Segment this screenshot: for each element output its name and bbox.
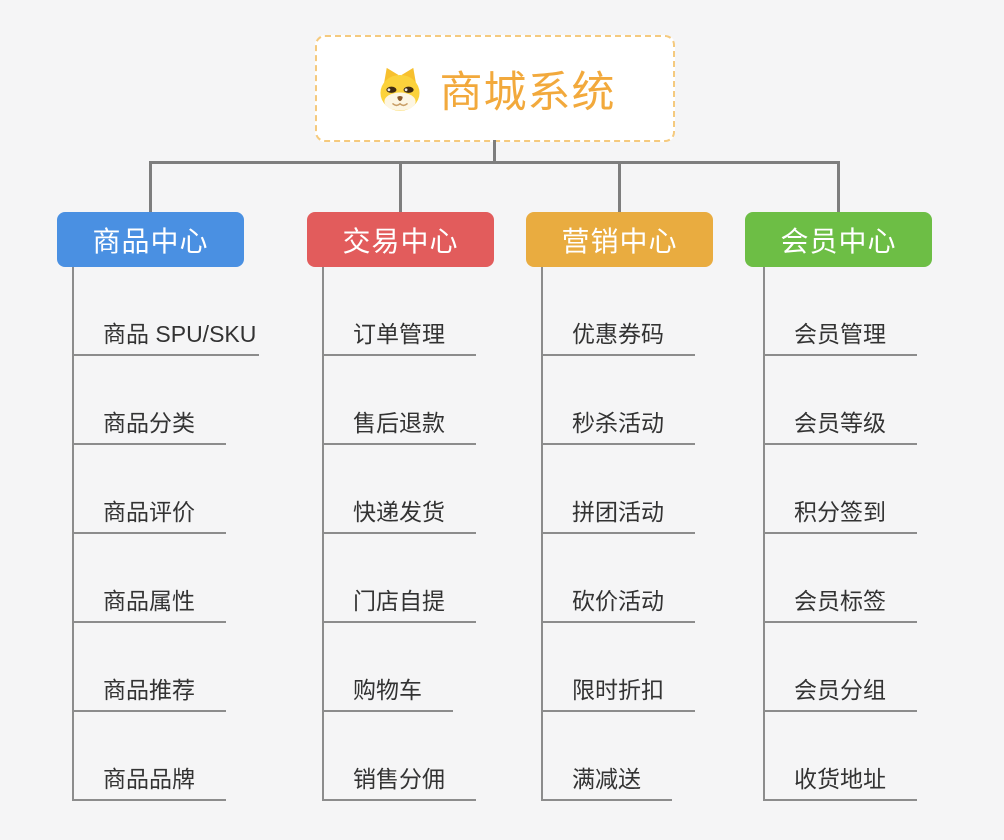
leaf-node[interactable]: 优惠券码: [542, 310, 695, 356]
leaf-node[interactable]: 会员等级: [764, 399, 917, 445]
leaf-node[interactable]: 快递发货: [323, 488, 476, 534]
leaf-node[interactable]: 商品属性: [73, 577, 226, 623]
branch-spine: [541, 267, 543, 801]
root-node-label: 商城系统: [439, 68, 616, 117]
connector-drop: [837, 161, 840, 213]
leaf-node[interactable]: 收货地址: [764, 755, 917, 801]
connector-horizontal: [149, 161, 840, 164]
leaf-node[interactable]: 销售分佣: [323, 755, 476, 801]
dog-face-icon: [379, 67, 420, 111]
connector-drop: [399, 161, 402, 213]
branch-spine: [72, 267, 74, 801]
branch-spine: [322, 267, 324, 801]
branch-node-product[interactable]: 商品中心: [57, 212, 244, 267]
leaf-node[interactable]: 购物车: [323, 666, 453, 712]
root-node[interactable]: 商城系统: [315, 35, 675, 142]
branch-node-trade[interactable]: 交易中心: [307, 212, 494, 267]
leaf-node[interactable]: 商品 SPU/SKU: [73, 310, 259, 356]
leaf-node[interactable]: 会员管理: [764, 310, 917, 356]
leaf-node[interactable]: 商品推荐: [73, 666, 226, 712]
leaf-node[interactable]: 会员分组: [764, 666, 917, 712]
connector-drop: [618, 161, 621, 213]
leaf-node[interactable]: 商品评价: [73, 488, 226, 534]
leaf-node[interactable]: 限时折扣: [542, 666, 695, 712]
branch-node-marketing[interactable]: 营销中心: [526, 212, 713, 267]
connector-root-stem: [493, 140, 496, 163]
leaf-node[interactable]: 秒杀活动: [542, 399, 695, 445]
branch-spine: [763, 267, 765, 801]
leaf-node[interactable]: 积分签到: [764, 488, 917, 534]
branch-node-member[interactable]: 会员中心: [745, 212, 932, 267]
leaf-node[interactable]: 拼团活动: [542, 488, 695, 534]
leaf-node[interactable]: 售后退款: [323, 399, 476, 445]
leaf-node[interactable]: 会员标签: [764, 577, 917, 623]
leaf-node[interactable]: 订单管理: [323, 310, 476, 356]
leaf-node[interactable]: 门店自提: [323, 577, 476, 623]
leaf-node[interactable]: 砍价活动: [542, 577, 695, 623]
leaf-node[interactable]: 满减送: [542, 755, 672, 801]
leaf-node[interactable]: 商品分类: [73, 399, 226, 445]
leaf-node[interactable]: 商品品牌: [73, 755, 226, 801]
connector-drop: [149, 161, 152, 213]
